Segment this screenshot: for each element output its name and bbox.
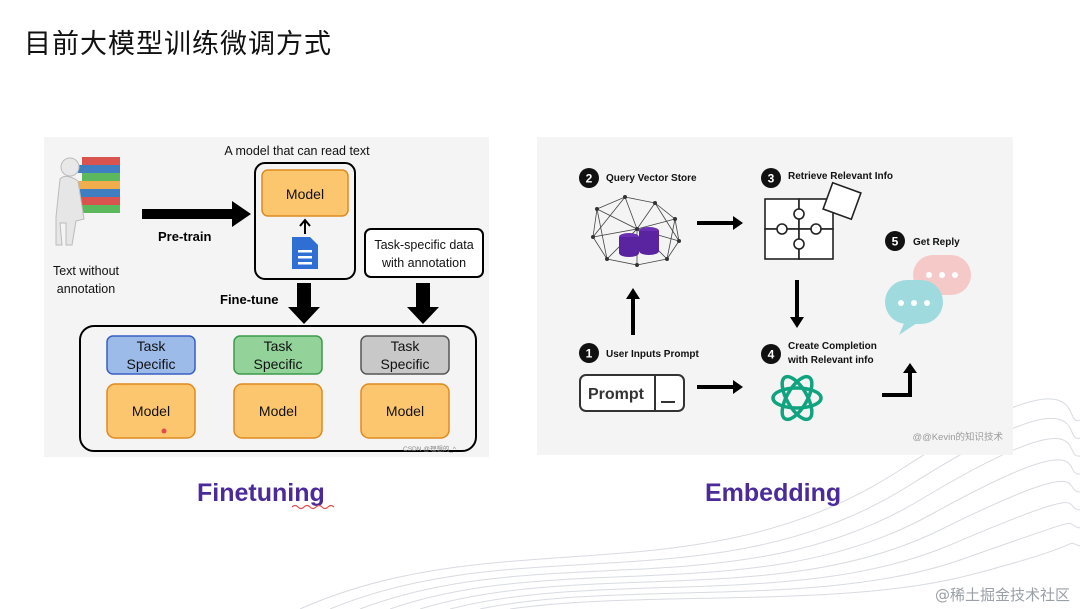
step-1: 1 User Inputs Prompt — [579, 343, 699, 363]
slide-title: 目前大模型训练微调方式 — [24, 29, 332, 60]
pretrain-arrow — [142, 201, 251, 227]
finetuned-model-box — [360, 383, 450, 439]
text-without-annotation-line2: annotation — [57, 282, 115, 296]
finetuned-model-label: Model — [132, 403, 170, 419]
finetuned-model-box — [106, 383, 196, 439]
pretrained-model-frame — [254, 162, 356, 280]
arrow-prompt-to-store — [626, 288, 640, 335]
finetuned-model-label: Model — [259, 403, 297, 419]
step-3-label: Retrieve Relevant Info — [788, 171, 893, 182]
task-specific-label: Task — [137, 338, 167, 354]
chat-bubbles-icon — [885, 255, 971, 335]
text-without-annotation-line1: Text without — [53, 264, 120, 278]
pretrained-model-label: Model — [286, 186, 324, 202]
task-specific-box — [233, 335, 323, 375]
step-3: 3 Retrieve Relevant Info — [761, 168, 893, 188]
step-2-label: Query Vector Store — [606, 173, 697, 184]
spellcheck-underline — [292, 504, 335, 510]
step-5-label: Get Reply — [913, 237, 960, 248]
puzzle-icon — [764, 181, 862, 260]
document-icon — [292, 237, 318, 269]
openai-logo-icon — [771, 374, 823, 422]
person-with-books-icon — [55, 157, 120, 246]
pretrain-label: Pre-train — [158, 229, 212, 244]
finetune-arrow-right — [407, 283, 439, 324]
arrow-prompt-to-completion — [697, 380, 743, 394]
finetuning-source-mark: CSDN @理想的_^ — [403, 444, 457, 453]
finetuned-model-label: Model — [386, 403, 424, 419]
finetune-arrow-left — [288, 283, 320, 324]
task-specific-label: Task — [264, 338, 294, 354]
finetuning-caption: Finetuning — [197, 479, 325, 507]
up-arrow-small — [299, 218, 311, 234]
arrow-completion-to-reply — [882, 363, 917, 397]
prompt-input-box — [579, 374, 685, 412]
cursor-dot — [161, 428, 167, 434]
finetuned-models-frame — [79, 325, 477, 452]
step-2: 2 Query Vector Store — [579, 168, 697, 188]
task-data-line2: with annotation — [381, 256, 466, 270]
task-specific-label: Task — [391, 338, 421, 354]
embedding-caption: Embedding — [705, 479, 842, 507]
step-2-number: 2 — [586, 172, 593, 186]
step-4: 4 Create Completion with Relevant info — [761, 341, 877, 366]
finetune-label: Fine-tune — [220, 292, 279, 307]
task-data-box — [364, 228, 484, 278]
prompt-box-label: Prompt — [588, 386, 645, 403]
arrow-store-to-retrieve — [697, 216, 743, 230]
finetuning-diagram: Text without annotation Pre-train A mode… — [53, 144, 484, 453]
embedding-diagram: 2 Query Vector Store 3 Retrieve Relevant… — [579, 168, 1003, 443]
step-3-number: 3 — [768, 172, 775, 186]
step-5-number: 5 — [892, 235, 899, 249]
task-data-line1: Task-specific data — [374, 238, 473, 252]
arrow-retrieve-to-completion — [790, 280, 804, 328]
finetuned-model-box — [233, 383, 323, 439]
step-1-label: User Inputs Prompt — [606, 349, 699, 360]
step-5: 5 Get Reply — [885, 231, 960, 251]
step-4-label-line2: with Relevant info — [787, 355, 874, 366]
embedding-source-mark: @@Kevin的知识技术 — [912, 431, 1003, 443]
task-specific-label: Specific — [380, 356, 429, 372]
task-specific-label: Specific — [126, 356, 175, 372]
step-4-number: 4 — [768, 348, 775, 362]
step-4-label-line1: Create Completion — [788, 341, 877, 352]
task-columns: TaskSpecificModelTaskSpecificModelTaskSp… — [106, 335, 450, 439]
step-1-number: 1 — [586, 347, 593, 361]
task-specific-label: Specific — [253, 356, 302, 372]
model-caption: A model that can read text — [224, 144, 370, 158]
vector-store-icon — [591, 195, 681, 267]
task-specific-box — [106, 335, 196, 375]
watermark: @稀土掘金技术社区 — [934, 586, 1070, 604]
pretrained-model-box — [261, 169, 349, 217]
task-specific-box — [360, 335, 450, 375]
